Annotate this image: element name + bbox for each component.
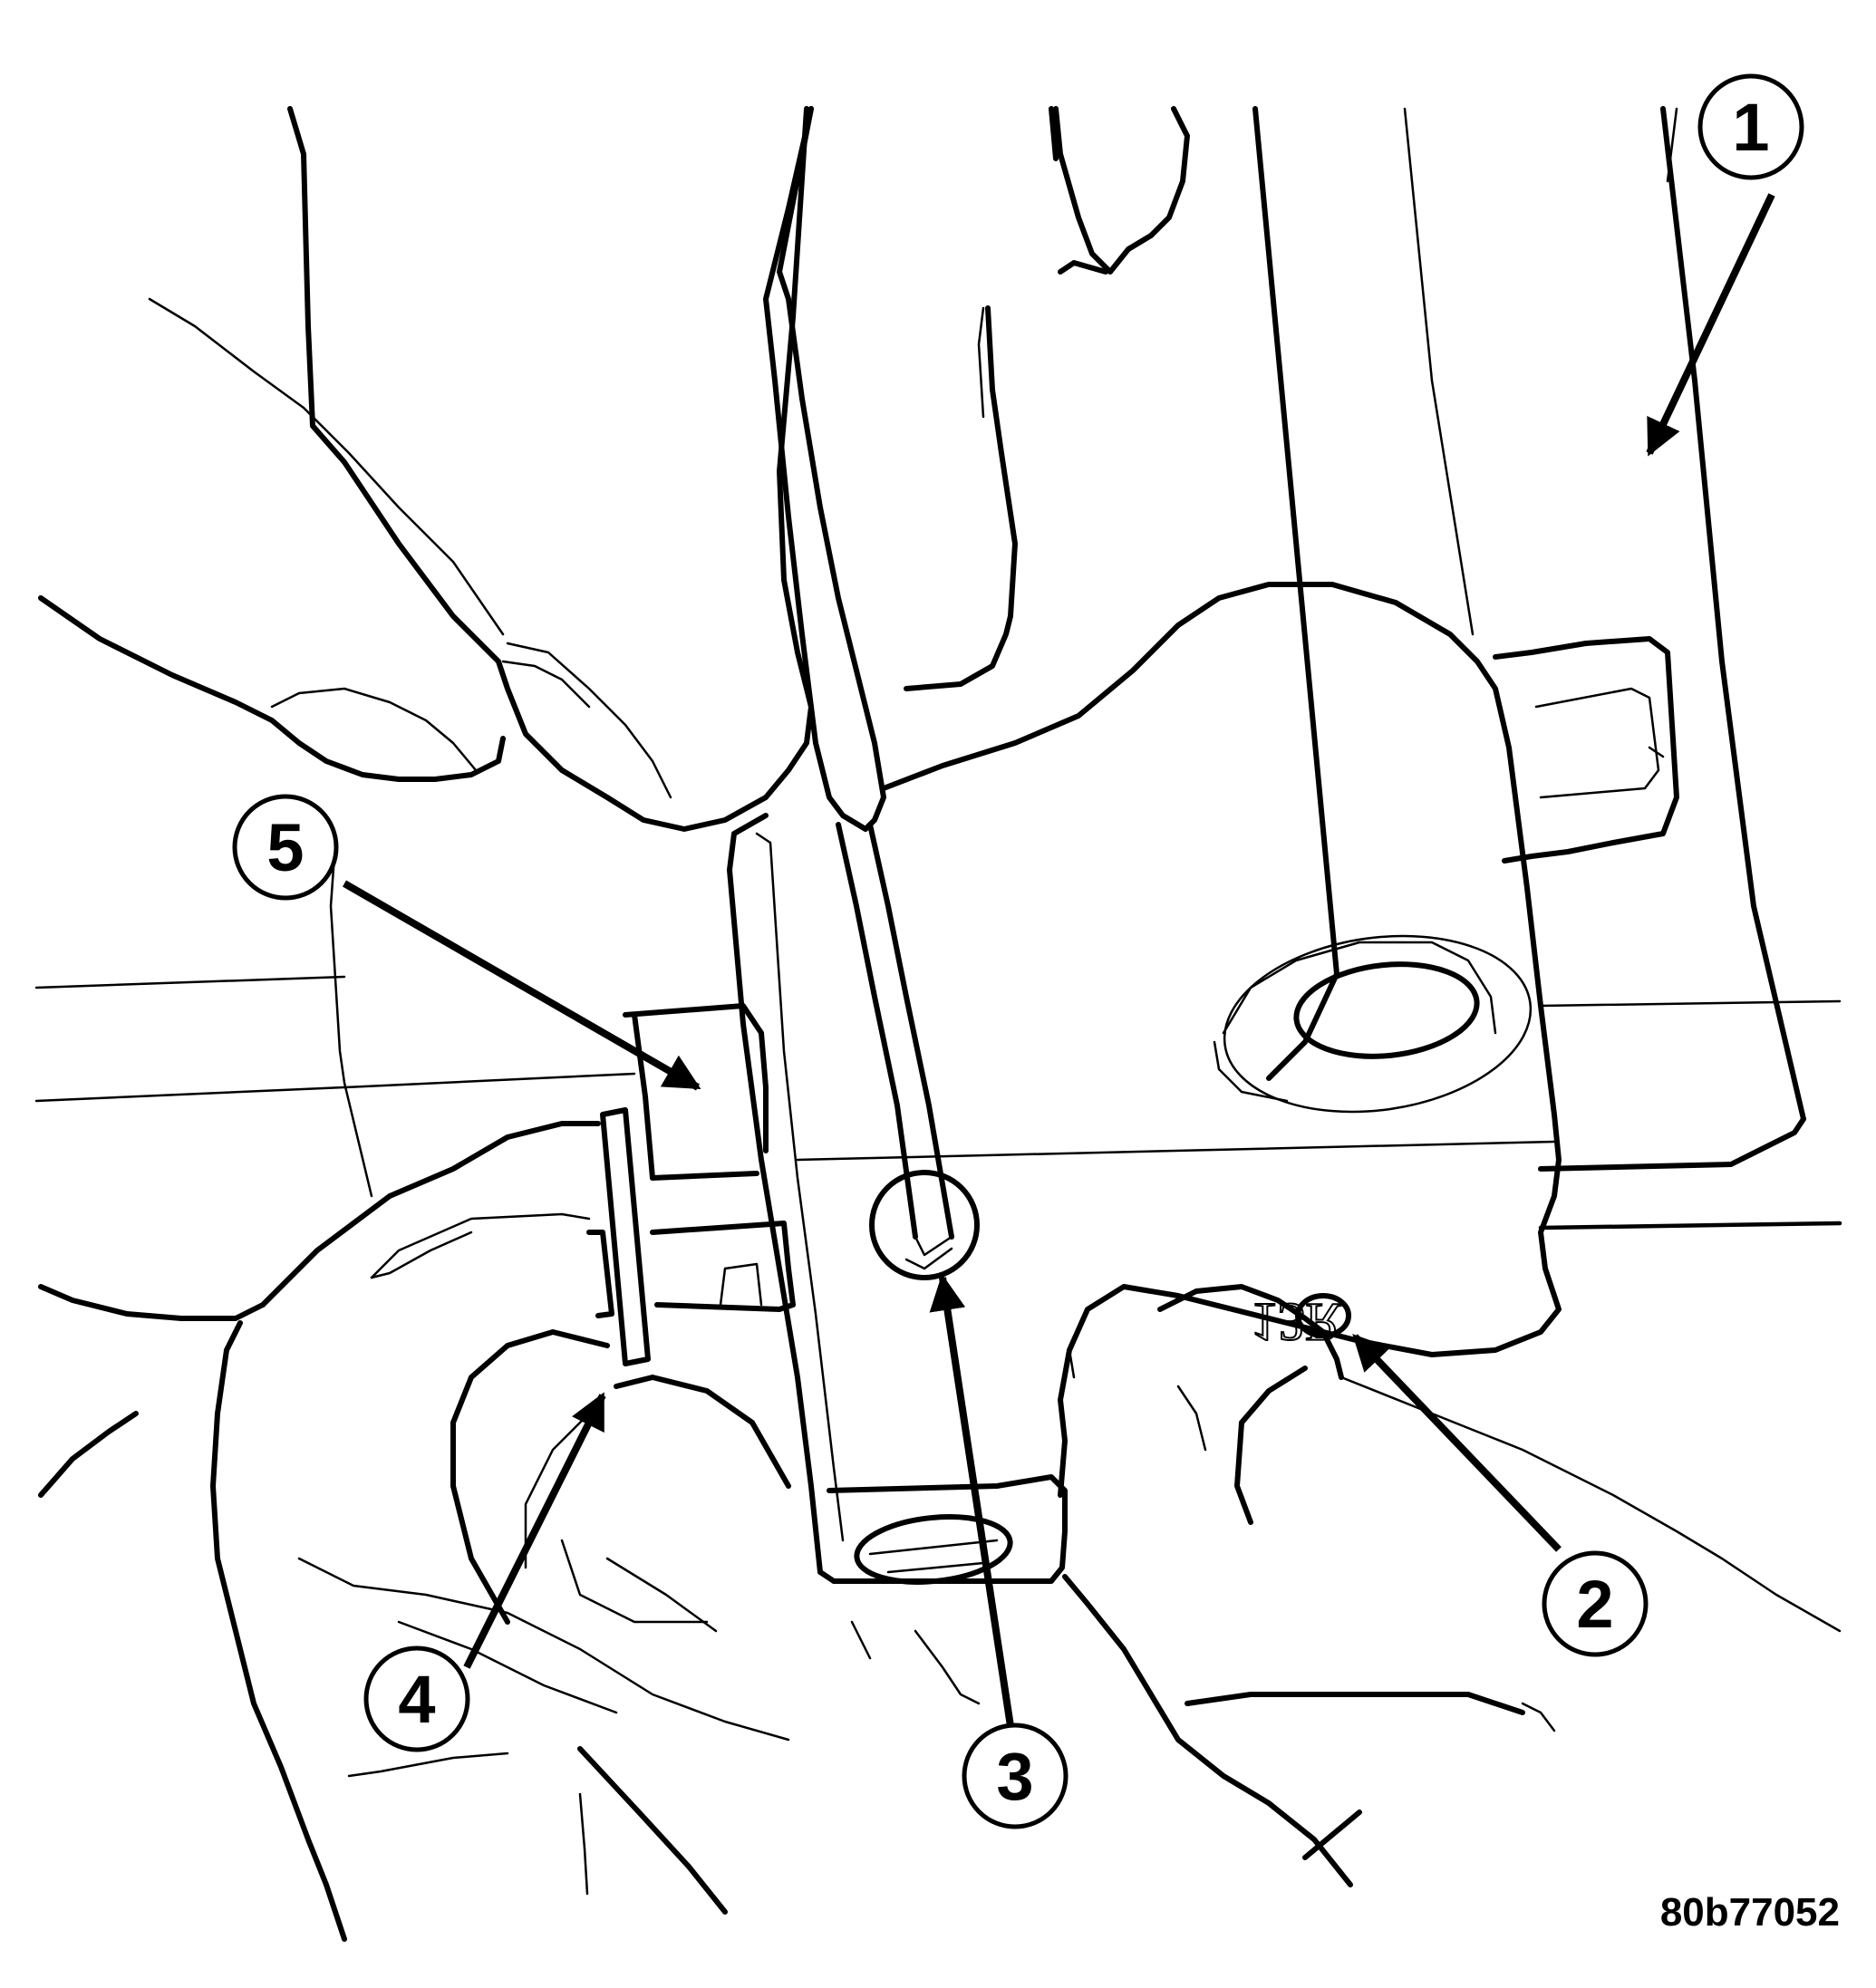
callout-3-arrow [929, 1274, 1014, 1727]
thumb [38, 106, 814, 832]
pin-hole [869, 1170, 980, 1280]
callout-1-arrow [1646, 193, 1775, 457]
callout-3-number: 3 [996, 1739, 1033, 1814]
index-finger [904, 106, 1190, 691]
callout-1: 1 [1697, 73, 1804, 180]
lower-bolt-hole [854, 1514, 1013, 1585]
callout-4-number: 4 [398, 1662, 435, 1737]
callout-arrows [343, 193, 1775, 1727]
left-hand [38, 1121, 981, 1942]
callout-4: 4 [363, 1645, 470, 1752]
callout-3: 3 [962, 1723, 1069, 1829]
callout-5-arrow [343, 880, 701, 1091]
lock-clip [586, 1107, 651, 1366]
figure-reference-id: 80b77052 [1660, 1890, 1840, 1935]
right-hand [1058, 1284, 1842, 1887]
callout-2-arrow [1352, 1334, 1562, 1552]
callout-5: 5 [232, 794, 339, 901]
callout-1-number: 1 [1732, 90, 1769, 165]
tensioner-plunger [623, 1003, 796, 1312]
pick-tool [763, 106, 954, 1257]
callout-2-number: 2 [1576, 1567, 1613, 1642]
callout-4-arrow [463, 1392, 606, 1669]
callout-5-number: 5 [266, 810, 304, 885]
tensioner-body [727, 582, 1679, 1584]
callout-2: 2 [1542, 1550, 1649, 1657]
engine-housing [34, 106, 1842, 1230]
mounting-bolt-hole [1223, 934, 1533, 1114]
